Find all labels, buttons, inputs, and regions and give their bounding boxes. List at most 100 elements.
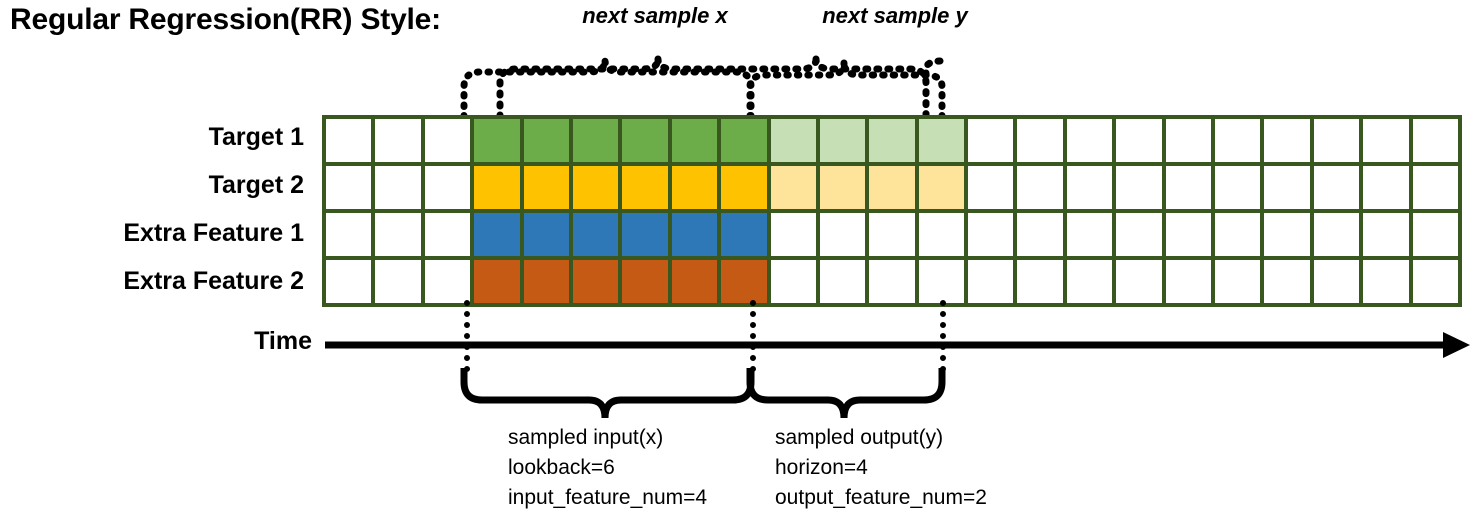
timeseries-grid bbox=[322, 115, 1462, 307]
grid-cell bbox=[918, 166, 965, 209]
grid-cell bbox=[918, 260, 965, 303]
grid-cell bbox=[326, 166, 372, 209]
grid-cell bbox=[1165, 166, 1212, 209]
page-title: Regular Regression(RR) Style: bbox=[10, 3, 441, 36]
grid-cell bbox=[1313, 119, 1360, 162]
right-arrow-icon bbox=[325, 332, 1470, 358]
grid-cell bbox=[1215, 119, 1261, 162]
row-label-extra-feature-2: Extra Feature 2 bbox=[123, 267, 304, 295]
grid-cell bbox=[1363, 213, 1409, 256]
bottom-note-input-line-2: lookback=6 bbox=[508, 455, 615, 479]
grid-cell bbox=[1363, 260, 1409, 303]
guide-line-input-start bbox=[464, 300, 470, 372]
grid-cell bbox=[474, 260, 520, 303]
grid-cell bbox=[1165, 260, 1212, 303]
dotted-curly-brace-icon bbox=[746, 59, 946, 121]
grid-cell bbox=[375, 166, 421, 209]
grid-cell bbox=[1264, 260, 1310, 303]
row-label-target-1: Target 1 bbox=[208, 123, 304, 151]
grid-cell bbox=[622, 166, 668, 209]
grid-cell bbox=[424, 166, 471, 209]
grid-cell bbox=[1313, 213, 1360, 256]
grid-cell bbox=[326, 213, 372, 256]
grid-cell bbox=[523, 166, 569, 209]
curly-brace-icon bbox=[460, 368, 755, 419]
grid-cell bbox=[918, 119, 965, 162]
grid-cell bbox=[1017, 260, 1063, 303]
grid-cell bbox=[671, 119, 718, 162]
grid-cell bbox=[819, 213, 866, 256]
grid-cell bbox=[1116, 166, 1162, 209]
grid-cell bbox=[474, 213, 520, 256]
grid-cell bbox=[721, 260, 767, 303]
grid-cell bbox=[968, 260, 1014, 303]
row-label-column: Target 1 Target 2 Extra Feature 1 Extra … bbox=[10, 115, 312, 307]
top-brace-label-next-sample-y: next sample y bbox=[822, 3, 968, 28]
grid-cell bbox=[1264, 166, 1310, 209]
grid-cell bbox=[1066, 119, 1113, 162]
grid-cell bbox=[523, 260, 569, 303]
dotted-curly-brace-icon bbox=[460, 56, 755, 121]
grid-cell bbox=[1017, 166, 1063, 209]
grid-cell bbox=[1066, 260, 1113, 303]
grid-cell bbox=[869, 166, 915, 209]
grid-cell bbox=[572, 119, 619, 162]
grid-cell bbox=[1215, 213, 1261, 256]
grid-cell bbox=[1412, 213, 1458, 256]
grid-cell bbox=[1412, 260, 1458, 303]
row-label-extra-feature-1: Extra Feature 1 bbox=[123, 219, 304, 247]
grid-cell bbox=[424, 213, 471, 256]
grid-cell bbox=[1412, 119, 1458, 162]
time-axis-label: Time bbox=[254, 327, 312, 355]
grid-cell bbox=[1017, 119, 1063, 162]
bottom-brace-output bbox=[742, 368, 952, 423]
grid-cell bbox=[968, 166, 1014, 209]
grid-cell bbox=[819, 260, 866, 303]
bottom-note-output-line-2: horizon=4 bbox=[775, 455, 868, 479]
grid-cell bbox=[770, 260, 816, 303]
grid-cell bbox=[1313, 260, 1360, 303]
top-brace-label-next-sample-x: next sample x bbox=[582, 3, 728, 28]
grid-cell bbox=[572, 166, 619, 209]
grid-cell bbox=[375, 213, 421, 256]
top-brace-next-sample-y bbox=[742, 55, 952, 121]
grid-cell bbox=[1165, 119, 1212, 162]
grid-cell bbox=[968, 213, 1014, 256]
bottom-note-output: sampled output(y) horizon=4 output_featu… bbox=[775, 423, 987, 512]
grid-cell bbox=[1165, 213, 1212, 256]
grid-cell bbox=[869, 260, 915, 303]
grid-cell bbox=[622, 260, 668, 303]
row-label-target-2: Target 2 bbox=[208, 171, 304, 199]
grid-cell bbox=[326, 119, 372, 162]
grid-cell bbox=[819, 166, 866, 209]
grid-cell bbox=[1363, 119, 1409, 162]
bottom-note-input-line-1: sampled input(x) bbox=[508, 426, 664, 449]
bottom-brace-input bbox=[455, 368, 760, 423]
guide-line-input-end bbox=[750, 300, 756, 372]
grid-cell bbox=[572, 260, 619, 303]
grid-cell bbox=[671, 213, 718, 256]
grid-cell bbox=[523, 213, 569, 256]
grid-cell bbox=[474, 166, 520, 209]
grid-cell bbox=[622, 119, 668, 162]
time-axis-arrow bbox=[325, 330, 1470, 362]
bottom-note-output-line-3: output_feature_num=2 bbox=[775, 485, 987, 509]
grid-cell bbox=[1116, 260, 1162, 303]
grid-cell bbox=[671, 260, 718, 303]
grid-cell bbox=[523, 119, 569, 162]
grid-cell bbox=[474, 119, 520, 162]
grid-cell bbox=[1363, 166, 1409, 209]
grid-cell bbox=[721, 119, 767, 162]
grid-cell bbox=[1264, 213, 1310, 256]
top-brace-next-sample-x bbox=[455, 55, 760, 121]
grid-cell bbox=[770, 119, 816, 162]
grid-cell bbox=[375, 119, 421, 162]
grid-cell bbox=[1066, 166, 1113, 209]
grid-cell bbox=[770, 213, 816, 256]
guide-line-output-end bbox=[940, 300, 946, 372]
grid-cell bbox=[1066, 213, 1113, 256]
grid-cell bbox=[326, 260, 372, 303]
grid-cell bbox=[721, 213, 767, 256]
grid-cell bbox=[424, 260, 471, 303]
grid-cell bbox=[968, 119, 1014, 162]
